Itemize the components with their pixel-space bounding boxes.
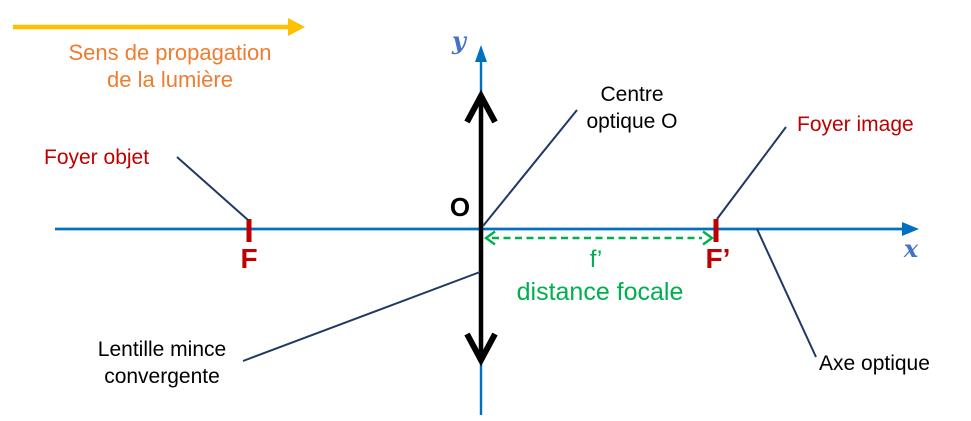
foyer-image-caption: Foyer image: [797, 113, 914, 136]
propagation-arrowhead: [288, 18, 305, 36]
focus-object-point-label: F: [240, 243, 258, 274]
y-axis-arrowhead: [475, 45, 487, 62]
axe-optique-caption: Axe optique: [819, 352, 930, 375]
lens-top-arrowhead: [464, 89, 498, 124]
lens-bottom-arrowhead: [464, 332, 498, 367]
focus-image-point-label: F’: [705, 243, 731, 274]
centre-optique-caption-line2: optique O: [586, 110, 678, 133]
focal-distance-right-arrowhead: [702, 230, 715, 246]
centre-optique-caption: Centre optique O: [568, 81, 696, 135]
focal-distance-symbol: f’: [589, 246, 603, 273]
focal-distance-left-arrowhead: [483, 230, 496, 246]
foyer-image-pointer-line: [716, 126, 787, 220]
lentille-pointer-line: [242, 271, 481, 362]
x-axis-arrowhead: [902, 222, 919, 236]
propagation-caption-line2: de la lumière: [107, 67, 233, 92]
propagation-caption-line1: Sens de propagation: [68, 40, 272, 65]
focal-distance-caption: distance focale: [516, 278, 684, 306]
propagation-caption: Sens de propagation de la lumière: [40, 39, 300, 93]
centre-optique-pointer-line: [482, 109, 578, 227]
axe-optique-pointer-line: [756, 228, 817, 358]
lentille-caption-line2: convergente: [104, 365, 220, 388]
optical-center-point-label: O: [449, 192, 471, 222]
y-axis-label: y: [452, 26, 466, 55]
lentille-caption: Lentille mince convergente: [76, 336, 248, 390]
centre-optique-caption-line1: Centre: [600, 83, 664, 106]
lentille-caption-line1: Lentille mince: [97, 338, 227, 361]
foyer-objet-pointer-line: [176, 156, 249, 221]
x-axis-label: x: [903, 234, 919, 263]
foyer-objet-caption: Foyer objet: [44, 146, 150, 169]
